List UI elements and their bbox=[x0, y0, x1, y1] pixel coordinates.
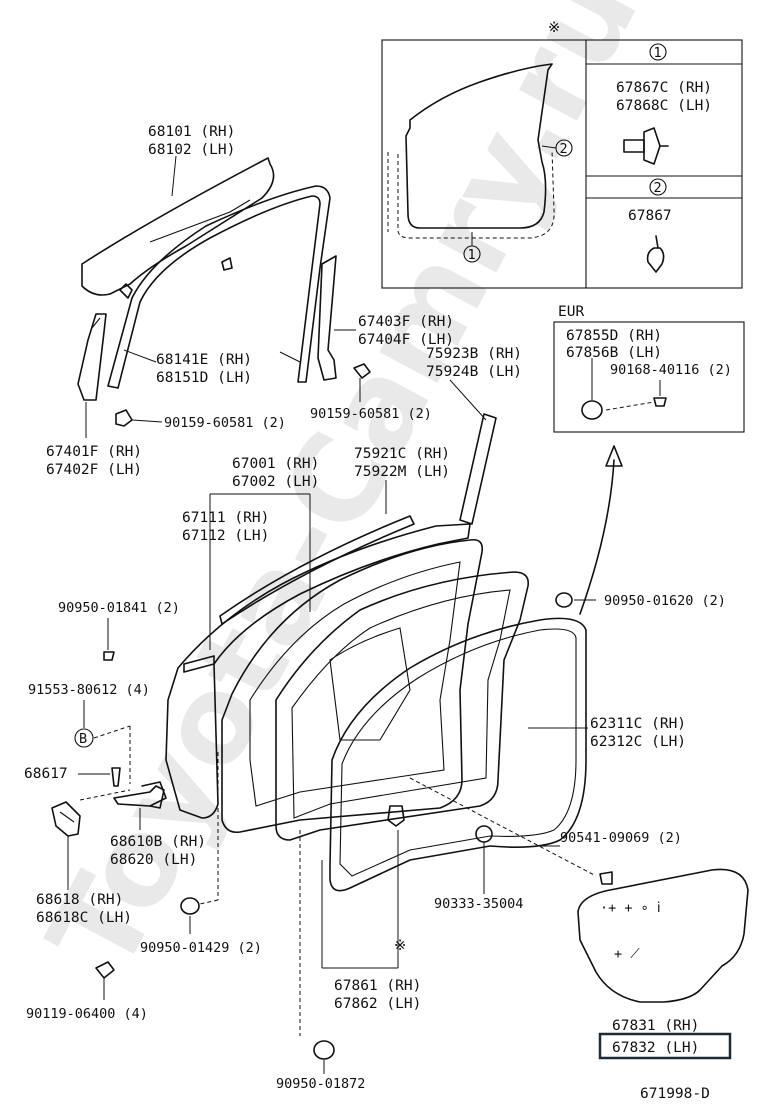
clip-label: 90541-09069 (2) bbox=[560, 830, 682, 846]
eur-fastener: 90168-40116 (2) bbox=[610, 362, 732, 378]
box2-part: 67867 bbox=[628, 208, 672, 224]
seal-label-rh: 62311C (RH) bbox=[590, 716, 686, 732]
bolt-front-label: 90159-60581 (2) bbox=[164, 415, 286, 431]
clip-icon bbox=[387, 805, 405, 827]
garnish-label-lh: 75924B (LH) bbox=[426, 364, 522, 380]
box1-part-rh: 67867C (RH) bbox=[616, 80, 712, 96]
eur-part-rh: 67855D (RH) bbox=[566, 328, 662, 344]
svg-text:+ ⟋: + ⟋ bbox=[614, 946, 640, 962]
screw-b-label: 91553-80612 (4) bbox=[28, 682, 150, 698]
pin-icon bbox=[111, 767, 121, 787]
eur-part-lh: 67856B (LH) bbox=[566, 345, 662, 361]
service-hole-cover-film bbox=[577, 868, 749, 1003]
plug-c-label: 90950-01429 (2) bbox=[140, 940, 262, 956]
plug-icon bbox=[581, 400, 603, 420]
inset-circle-2: 2 bbox=[560, 141, 568, 157]
screw-b-circle bbox=[74, 728, 94, 748]
rear-frame-label-lh: 67404F (LH) bbox=[358, 332, 454, 348]
door-check-assembly bbox=[113, 781, 167, 809]
panel-label-rh: 67001 (RH) bbox=[232, 456, 319, 472]
eur-region-label: EUR bbox=[558, 304, 584, 320]
inset-door-outline bbox=[405, 63, 553, 229]
box2-header-circle bbox=[649, 178, 667, 196]
check-label-lh: 68620 (LH) bbox=[110, 852, 197, 868]
lower-frame-label-lh: 67402F (LH) bbox=[46, 462, 142, 478]
svg-text:·+ + ∘ ⅰ: ·+ + ∘ ⅰ bbox=[600, 900, 661, 916]
hinge-label-lh: 68618C (LH) bbox=[36, 910, 132, 926]
plug-icon bbox=[103, 651, 115, 661]
check-label-rh: 68610B (RH) bbox=[110, 834, 206, 850]
film-lh-highlight[interactable] bbox=[598, 1032, 732, 1060]
panel-label-lh: 67002 (LH) bbox=[232, 474, 319, 490]
inset-symbol: ※ bbox=[548, 20, 560, 36]
plug-icon bbox=[555, 592, 573, 608]
hinge-label-rh: 68618 (RH) bbox=[36, 892, 123, 908]
door-trim-frame bbox=[275, 571, 530, 841]
plug-icon bbox=[180, 897, 200, 915]
door-glass bbox=[81, 157, 275, 299]
plug-icon bbox=[313, 1040, 335, 1060]
pin-label: 68617 bbox=[24, 766, 68, 782]
eur-frame bbox=[553, 321, 745, 433]
outer-label-rh: 67111 (RH) bbox=[182, 510, 269, 526]
clip-icon bbox=[599, 871, 613, 885]
clip-icon bbox=[623, 127, 669, 165]
box2-header-number: 2 bbox=[654, 180, 662, 196]
belt-moulding bbox=[219, 515, 415, 625]
inset-seal-dashed bbox=[397, 149, 555, 239]
screw-icon bbox=[653, 397, 667, 407]
screw-b-marker: B bbox=[79, 731, 87, 747]
moulding-label-rh: 75921C (RH) bbox=[354, 446, 450, 462]
box1-header-circle bbox=[649, 43, 667, 61]
garnish-label-rh: 75923B (RH) bbox=[426, 346, 522, 362]
outer-label-lh: 67112 (LH) bbox=[182, 528, 269, 544]
hole-plug-icon bbox=[475, 825, 493, 843]
bolt-hinge-label: 90119-06400 (4) bbox=[26, 1006, 148, 1022]
plug-e-label: 90950-01620 (2) bbox=[604, 593, 726, 609]
clip-icon bbox=[646, 235, 665, 273]
run-label-lh: 68151D (LH) bbox=[156, 370, 252, 386]
lower-frame-label-rh: 67401F (RH) bbox=[46, 444, 142, 460]
weatherstrip-symbol: ※ bbox=[394, 938, 406, 954]
inset-circle-1: 1 bbox=[468, 247, 476, 263]
rear-frame-label-rh: 67403F (RH) bbox=[358, 314, 454, 330]
eur-arrow bbox=[579, 459, 615, 615]
run-label-rh: 68141E (RH) bbox=[156, 352, 252, 368]
weatherstrip-label-lh: 67862 (LH) bbox=[334, 996, 421, 1012]
box1-part-lh: 67868C (LH) bbox=[616, 98, 712, 114]
box1-header-number: 1 bbox=[654, 45, 662, 61]
door-weatherstrip bbox=[329, 617, 587, 892]
rear-lower-frame bbox=[317, 255, 337, 381]
door-hinge bbox=[51, 801, 81, 837]
hole-plug-label: 90333-35004 bbox=[434, 896, 523, 912]
seal-label-lh: 62312C (LH) bbox=[590, 734, 686, 750]
inset-frame bbox=[381, 39, 743, 289]
plug-d-label: 90950-01872 bbox=[276, 1076, 365, 1092]
film-label-rh: 67831 (RH) bbox=[612, 1018, 699, 1034]
bolt-icon bbox=[353, 363, 371, 379]
plug-a-label: 90950-01841 (2) bbox=[58, 600, 180, 616]
bolt-icon bbox=[115, 409, 133, 427]
window-garnish bbox=[459, 413, 497, 525]
door-inner-panel bbox=[221, 538, 484, 834]
door-outer-panel bbox=[165, 523, 471, 819]
inset-eur-detail: EUR 67855D (RH) 67856B (LH) 90168-40116 … bbox=[553, 304, 745, 433]
bolt-rear-label: 90159-60581 (2) bbox=[310, 406, 432, 422]
moulding-label-lh: 75922M (LH) bbox=[354, 464, 450, 480]
bolt-icon bbox=[95, 961, 115, 979]
film-label-lh: 67832 (LH) bbox=[612, 1040, 699, 1056]
front-lower-frame bbox=[77, 313, 107, 401]
glass-label-rh: 68101 (RH) bbox=[148, 124, 235, 140]
weatherstrip-label-rh: 67861 (RH) bbox=[334, 978, 421, 994]
glass-run-channel bbox=[107, 185, 331, 389]
glass-label-lh: 68102 (LH) bbox=[148, 142, 235, 158]
inset-fastener-detail: ※ 1 2 67867C (RH) 67868C (LH) 67867 1 bbox=[381, 20, 743, 289]
diagram-code: 671998-D bbox=[640, 1086, 710, 1102]
